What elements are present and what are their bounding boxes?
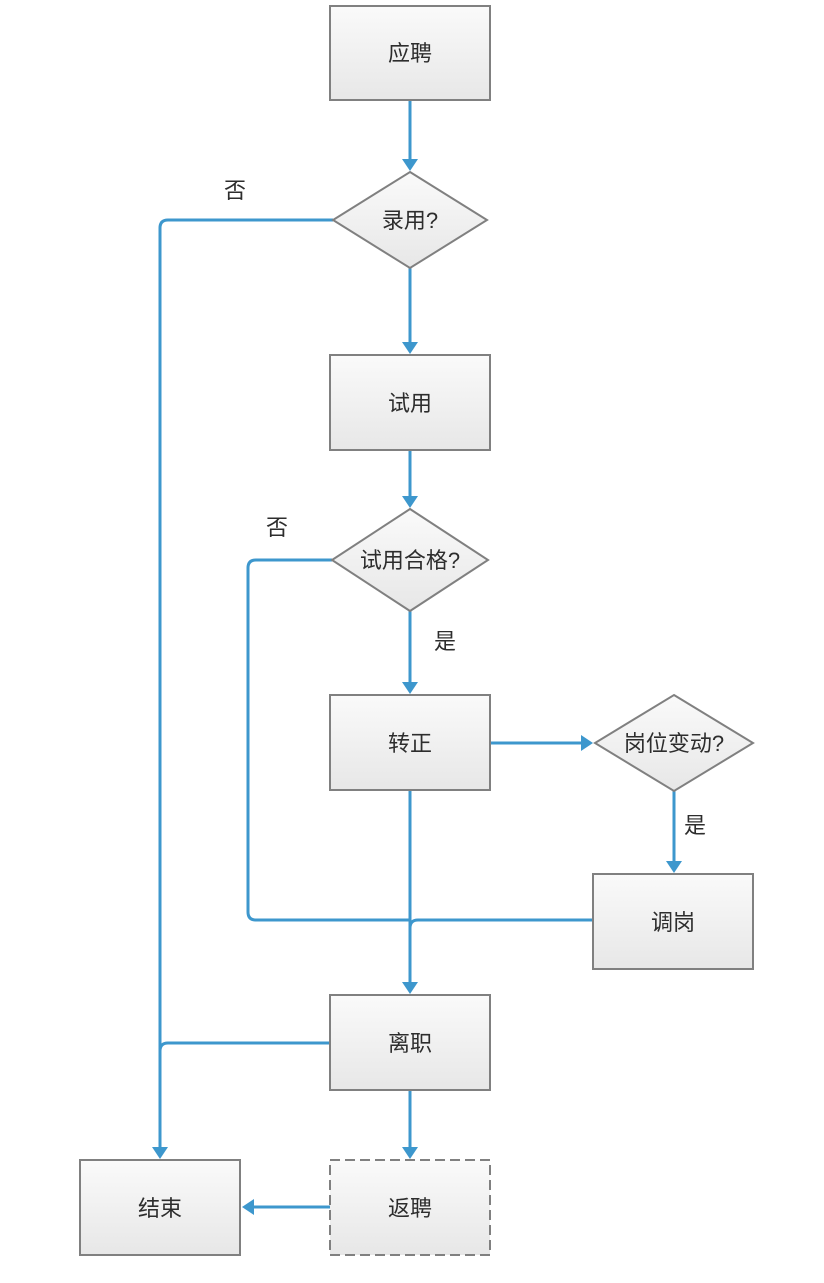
node-trial-qualified-decision: 试用合格? xyxy=(330,507,490,613)
node-position-change-decision: 岗位变动? xyxy=(593,693,755,793)
node-trial-label: 试用 xyxy=(388,391,432,416)
nodes: 应聘 录用? 试用 试用合格? 转正 xyxy=(79,5,755,1256)
node-end-label: 结束 xyxy=(138,1196,182,1221)
edge-regularization-to-position-change xyxy=(490,735,593,751)
edge-transfer-to-resign xyxy=(408,918,593,929)
arrowhead-down-icon xyxy=(402,982,418,994)
node-apply-label: 应聘 xyxy=(388,41,432,66)
node-end: 结束 xyxy=(79,1159,241,1256)
node-trial-qualified-decision-label: 试用合格? xyxy=(360,548,460,573)
edge-apply-to-hired xyxy=(402,100,418,171)
edge-label-hired-no: 否 xyxy=(224,178,246,203)
arrowhead-down-icon xyxy=(402,159,418,171)
edge-label-position-change-yes: 是 xyxy=(684,813,706,838)
node-transfer: 调岗 xyxy=(592,873,754,970)
arrowhead-down-icon xyxy=(666,861,682,873)
edge-rehire-to-end xyxy=(242,1199,330,1215)
node-transfer-label: 调岗 xyxy=(651,910,695,935)
node-apply: 应聘 xyxy=(329,5,491,101)
edges xyxy=(152,100,682,1215)
edge-resign-to-rehire xyxy=(402,1090,418,1159)
node-hired-decision: 录用? xyxy=(331,170,489,270)
arrowhead-right-icon xyxy=(581,735,593,751)
node-rehire: 返聘 xyxy=(329,1159,491,1256)
edge-trial-qualified-no-to-resign xyxy=(246,558,410,922)
edge-hired-to-trial xyxy=(402,268,418,354)
edge-label-trial-qualified-no: 否 xyxy=(266,515,288,540)
node-regularization: 转正 xyxy=(329,694,491,791)
edge-trial-qualified-yes-to-regularization xyxy=(402,611,418,694)
node-trial: 试用 xyxy=(329,354,491,451)
node-resign-label: 离职 xyxy=(388,1031,432,1056)
node-hired-decision-label: 录用? xyxy=(382,208,438,233)
node-resign: 离职 xyxy=(329,994,491,1091)
arrowhead-down-icon xyxy=(402,496,418,508)
node-position-change-decision-label: 岗位变动? xyxy=(624,731,724,756)
edge-regularization-to-resign xyxy=(402,790,418,994)
edge-labels: 否 否 是 是 xyxy=(224,178,706,838)
edge-trial-to-trial-qualified xyxy=(402,450,418,508)
edge-label-trial-qualified-yes: 是 xyxy=(434,629,456,654)
arrowhead-down-icon xyxy=(402,1147,418,1159)
edge-hired-no-to-end xyxy=(152,218,333,1159)
arrowhead-down-icon xyxy=(402,682,418,694)
node-regularization-label: 转正 xyxy=(388,731,432,756)
arrowhead-down-icon xyxy=(152,1147,168,1159)
arrowhead-down-icon xyxy=(402,342,418,354)
node-rehire-label: 返聘 xyxy=(388,1196,432,1221)
edge-resign-to-end xyxy=(158,1041,330,1052)
arrowhead-left-icon xyxy=(242,1199,254,1215)
edge-position-change-yes-to-transfer xyxy=(666,790,682,873)
